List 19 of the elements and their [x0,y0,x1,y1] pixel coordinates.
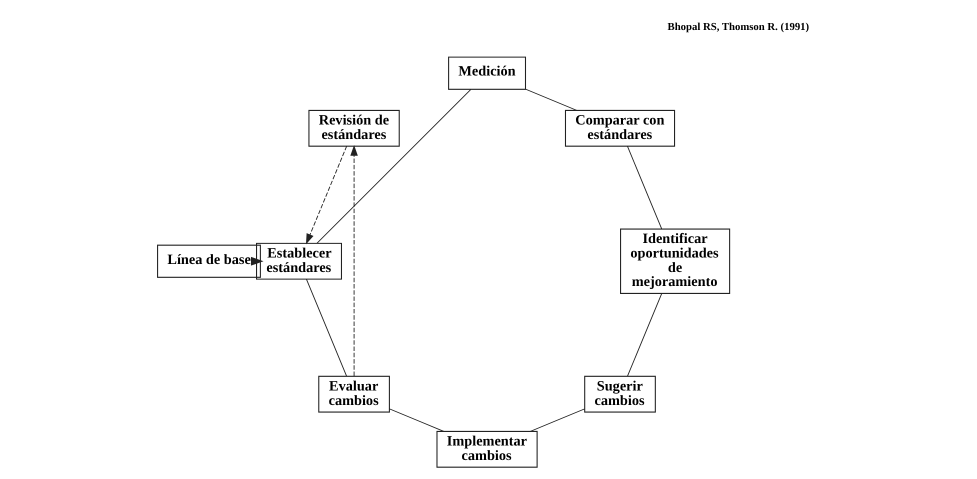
node-box: Establecer estándares [256,242,342,280]
connector [316,89,471,244]
label: Bhopal RS, Thomson R. (1991) [667,20,809,33]
node-box: Medición [448,56,526,90]
connector [388,408,444,432]
node-box: Implementar cambios [436,430,538,468]
arrow [305,146,347,244]
arrow [250,256,264,266]
node-box: Identificar oportunidades de mejoramiento [620,228,730,294]
node-box: Revisión de estándares [308,110,400,147]
node-box: Comparar con estándares [564,110,675,147]
connector [306,278,347,377]
connector [626,292,662,377]
connector [524,88,577,111]
connector [529,408,584,432]
arrow [350,144,358,376]
node-box: Sugerir cambios [584,376,656,413]
connector [626,146,662,230]
node-box: Evaluar cambios [318,376,390,413]
